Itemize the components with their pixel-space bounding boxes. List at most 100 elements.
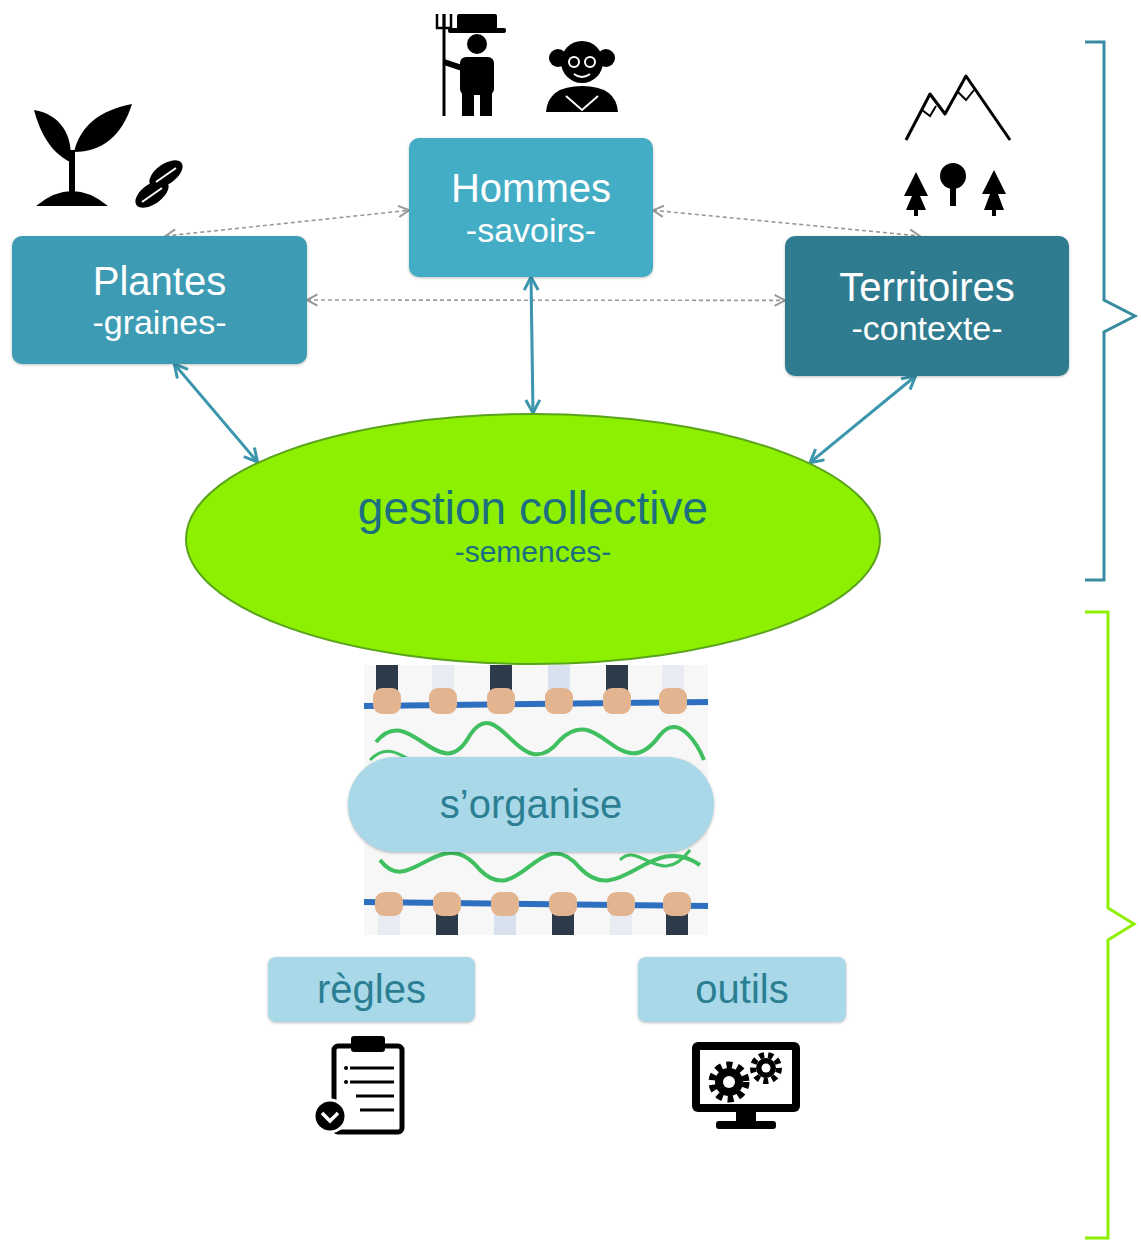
plant-icon xyxy=(74,104,132,152)
elder-icon xyxy=(549,49,567,67)
farmer-icon xyxy=(480,92,492,116)
clipboard-icon xyxy=(350,1068,394,1110)
territory-icon xyxy=(992,208,996,216)
farmer-icon xyxy=(460,57,494,95)
node-subtitle: -graines- xyxy=(92,303,226,341)
clipboard-icon xyxy=(314,1100,346,1132)
settings-monitor-icon xyxy=(692,1042,800,1129)
teamwork-photo xyxy=(607,892,635,916)
teamwork-photo xyxy=(364,702,708,706)
elder-icon xyxy=(546,86,618,112)
farmer-icon xyxy=(444,62,462,68)
territory-icon xyxy=(904,76,1010,216)
ellipse-outline xyxy=(186,414,880,664)
teamwork-photo xyxy=(549,892,577,916)
farmer-icon xyxy=(467,34,487,54)
farmer-icon xyxy=(448,28,506,33)
farmer-icon xyxy=(443,14,446,28)
elder-icon xyxy=(569,57,579,67)
central-ellipse: gestion collective-semences- xyxy=(185,413,881,665)
teamwork-photo xyxy=(620,850,690,866)
teamwork-photo xyxy=(376,723,704,760)
node-subtitle: -semences- xyxy=(455,535,612,569)
node-title: Hommes xyxy=(451,166,611,211)
teamwork-photo xyxy=(490,665,512,691)
plant-icon xyxy=(34,110,71,162)
link-arrow xyxy=(810,376,916,463)
territory-icon xyxy=(940,163,966,189)
settings-monitor-icon xyxy=(716,1121,776,1129)
settings-monitor-icon xyxy=(692,1042,800,1112)
territory-icon xyxy=(922,90,974,116)
settings-monitor-icon xyxy=(736,1112,756,1122)
teamwork-photo xyxy=(433,892,461,916)
tag-box: outils xyxy=(638,957,846,1022)
teamwork-photo xyxy=(380,853,700,881)
teamwork-photo xyxy=(662,665,684,691)
teamwork-photo xyxy=(663,892,691,916)
teamwork-photo xyxy=(659,688,687,714)
settings-monitor-icon xyxy=(762,1064,771,1073)
settings-monitor-icon xyxy=(753,1055,779,1081)
link-arrow xyxy=(174,364,257,462)
elder-icon xyxy=(597,49,615,67)
group-bracket xyxy=(1085,612,1134,1238)
teamwork-photo xyxy=(545,688,573,714)
concept-box: Territoires-contexte- xyxy=(785,236,1069,376)
clipboard-icon xyxy=(314,1036,402,1132)
settings-monitor-icon xyxy=(700,1050,792,1104)
teamwork-photo xyxy=(548,665,570,691)
farmer-icon xyxy=(437,14,506,116)
territory-icon xyxy=(982,170,1006,210)
elder-icon xyxy=(561,41,603,83)
pill-label: s’organise xyxy=(348,757,714,852)
node-title: règles xyxy=(317,967,426,1012)
plant-icon xyxy=(156,168,176,182)
node-title: gestion collective xyxy=(358,483,708,535)
plant-icon xyxy=(131,175,174,213)
clipboard-icon xyxy=(351,1036,385,1052)
clipboard-icon xyxy=(344,1068,348,1082)
plant-icon xyxy=(34,104,187,213)
node-subtitle: -contexte- xyxy=(851,309,1002,347)
node-subtitle: -savoirs- xyxy=(466,211,596,249)
territory-icon xyxy=(906,76,1010,140)
settings-monitor-icon xyxy=(715,1068,743,1096)
territory-icon xyxy=(914,208,918,216)
group-bracket xyxy=(1085,42,1135,580)
farmer-icon xyxy=(462,92,474,116)
elder-icon xyxy=(585,57,595,67)
farmer-icon xyxy=(437,14,451,28)
concept-box: Plantes-graines- xyxy=(12,236,307,364)
dashed-link xyxy=(165,210,409,236)
node-title: outils xyxy=(695,967,788,1012)
dashed-link xyxy=(653,210,920,236)
teamwork-photo xyxy=(375,892,403,916)
concept-box: Hommes-savoirs- xyxy=(409,138,653,277)
teamwork-photo xyxy=(373,688,401,714)
link-arrow xyxy=(531,277,533,413)
teamwork-photo xyxy=(376,665,398,691)
teamwork-photo xyxy=(364,902,708,906)
node-title: s’organise xyxy=(440,782,622,827)
node-title: Territoires xyxy=(839,265,1015,310)
teamwork-photo xyxy=(432,665,454,691)
dashed-link xyxy=(307,299,785,301)
settings-monitor-icon xyxy=(723,1076,735,1088)
teamwork-photo xyxy=(429,688,457,714)
node-title: Plantes xyxy=(93,259,226,304)
settings-monitor-icon xyxy=(712,1065,746,1099)
territory-icon xyxy=(904,172,928,210)
farmer-icon xyxy=(457,14,497,30)
clipboard-icon xyxy=(322,1113,338,1121)
teamwork-photo xyxy=(603,688,631,714)
teamwork-photo xyxy=(487,688,515,714)
elder-icon xyxy=(566,96,598,110)
settings-monitor-icon xyxy=(756,1058,776,1078)
territory-icon xyxy=(950,186,956,206)
elder-icon xyxy=(574,74,590,77)
plant-icon xyxy=(142,188,162,202)
plant-icon xyxy=(36,191,108,206)
tag-box: règles xyxy=(268,957,475,1022)
